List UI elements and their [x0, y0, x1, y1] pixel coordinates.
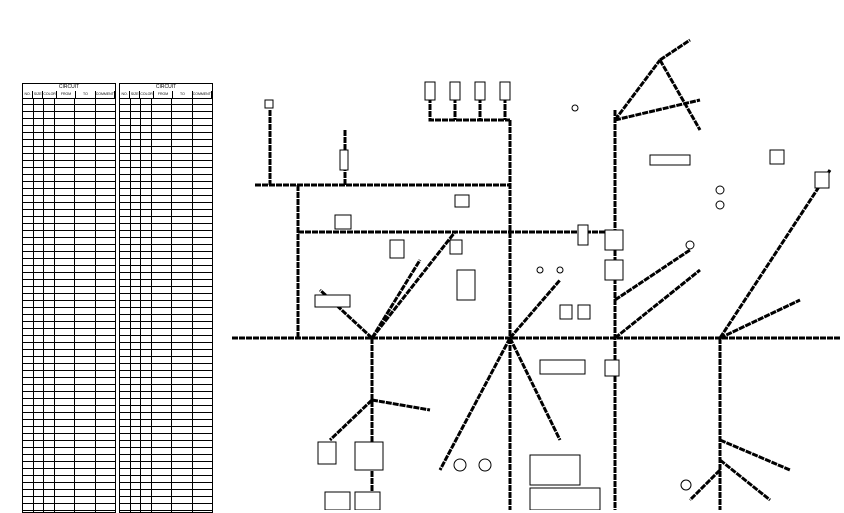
col-from: FROM: [57, 91, 77, 98]
table-header: NO. SIZE COLOR FROM TO COMMENT: [23, 91, 115, 99]
col-to: TO: [76, 91, 96, 98]
col-color: COLOR: [140, 91, 154, 98]
col-no: NO.: [120, 91, 131, 98]
harness-trunks: [232, 38, 840, 510]
table-header: NO. SIZE COLOR FROM TO COMMENT: [120, 91, 212, 99]
col-to: TO: [173, 91, 193, 98]
col-size: SIZE: [33, 91, 44, 98]
circuit-table-2: CIRCUIT NO. SIZE COLOR FROM TO COMMENT: [119, 83, 213, 513]
col-comment: COMMENT: [192, 91, 212, 98]
col-from: FROM: [154, 91, 174, 98]
col-size: SIZE: [130, 91, 141, 98]
col-color: COLOR: [43, 91, 57, 98]
col-no: NO.: [23, 91, 34, 98]
col-comment: COMMENT: [95, 91, 115, 98]
circuit-table-1: CIRCUIT NO. SIZE COLOR FROM TO COMMENT: [22, 83, 116, 513]
connectors: [264, 81, 830, 510]
